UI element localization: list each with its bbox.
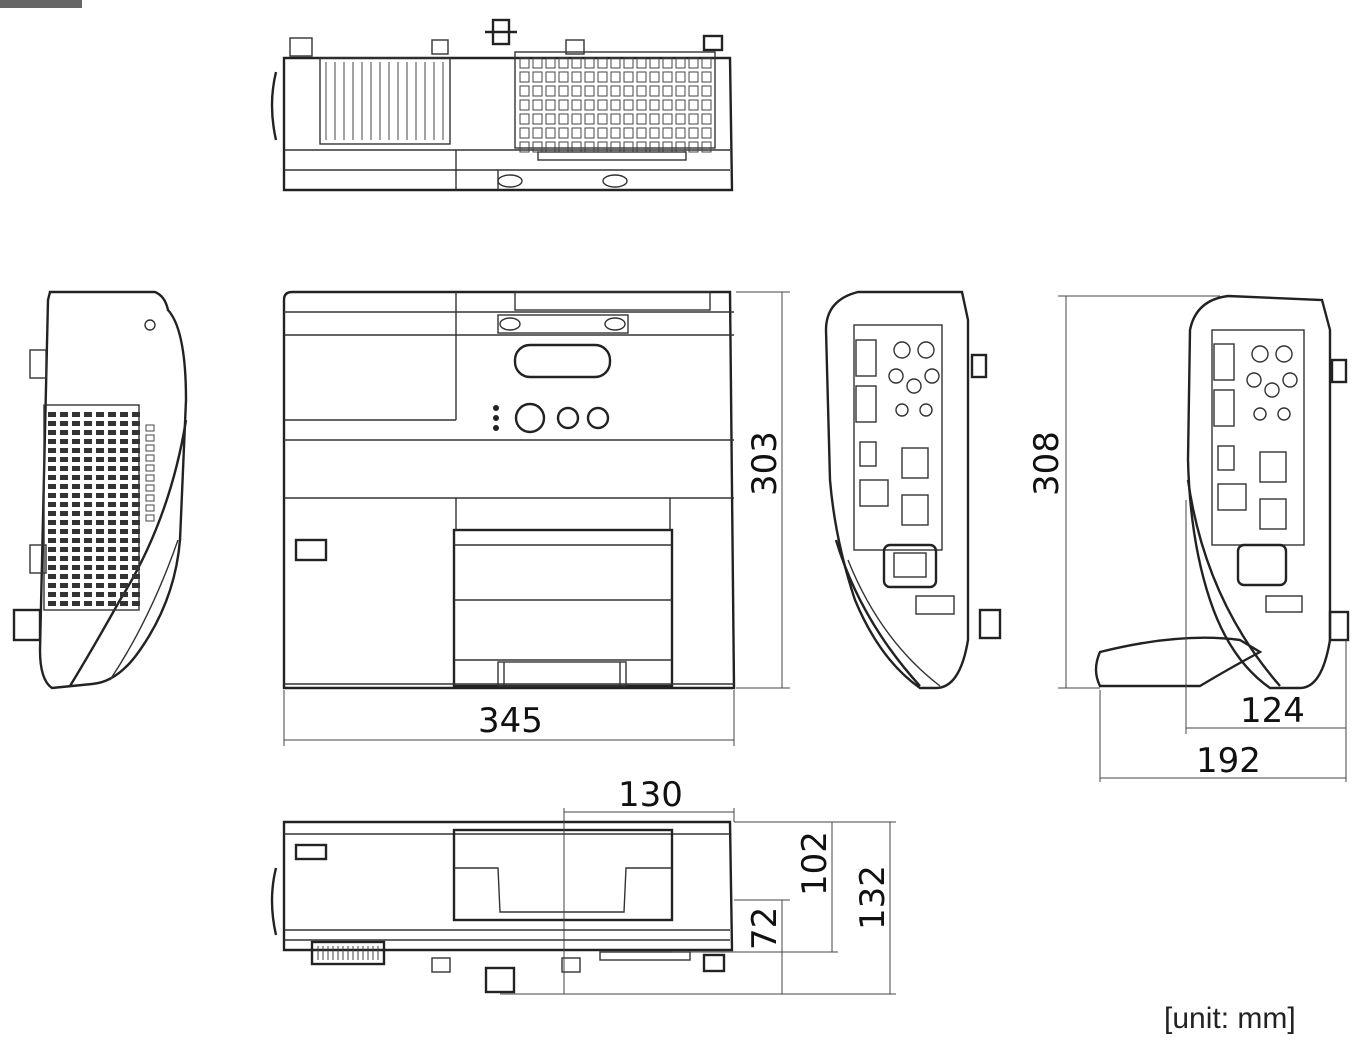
unit-note: [unit: mm] [1164,1002,1296,1035]
dimension-front-height: 303 [745,431,785,496]
dimension-bottom-height-total: 132 [853,865,893,930]
dimension-side-depth-inner: 124 [1240,691,1305,731]
front-view [282,290,736,690]
corner-mark [0,0,82,8]
bottom-vent-grill [317,946,379,960]
top-vent-grill-left [325,62,444,140]
dimension-bottom-height-inner: 102 [795,831,835,896]
dimension-front-width: 345 [478,701,543,741]
side-vent-grill [48,412,140,606]
bottom-view [270,820,734,994]
left-side-view [12,290,188,690]
side-button-column [145,424,155,522]
top-vent-grill-right [519,57,712,153]
dimension-side-height: 308 [1027,431,1067,496]
far-right-side-view [1094,294,1350,690]
connector-panel-foot-view [1213,343,1298,530]
dimension-bottom-height-lens: 72 [745,907,785,950]
dimension-bottom-lens-offset: 130 [618,775,683,815]
right-side-view [824,290,1002,690]
top-view [270,18,734,192]
dimension-lines [283,291,1347,995]
connector-panel [855,339,940,526]
dimension-side-depth-outer: 192 [1196,741,1261,781]
